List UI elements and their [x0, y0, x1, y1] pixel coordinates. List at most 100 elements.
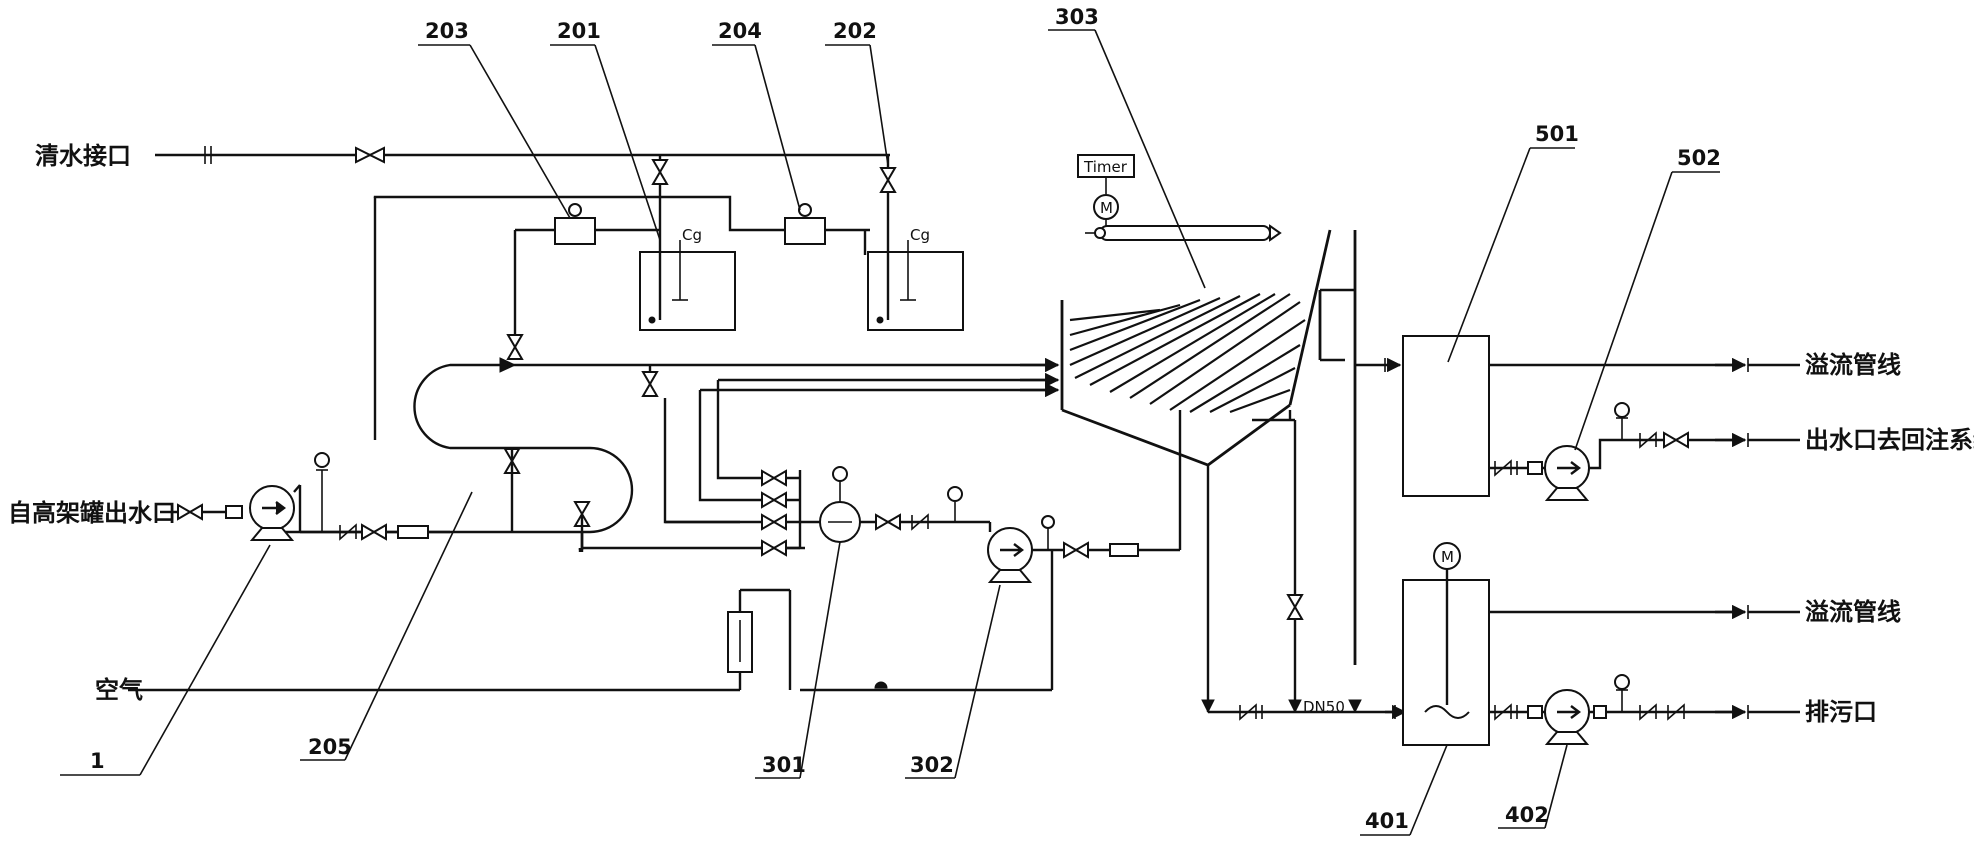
- valve-icon[interactable]: [1663, 431, 1689, 449]
- outlet-reinjection-label: 出水口去回注系统: [1805, 426, 1974, 454]
- callout-301: 301: [755, 541, 841, 779]
- valve-icon[interactable]: [355, 146, 385, 164]
- callout-202: 202: [825, 19, 889, 166]
- bottom-collector-line: [1208, 703, 1410, 721]
- valve-icon[interactable]: [651, 159, 669, 185]
- dosing-lines: [373, 195, 870, 440]
- valve-icon[interactable]: [1063, 541, 1089, 559]
- air-label: 空气: [95, 676, 143, 704]
- svg-text:401: 401: [1365, 809, 1409, 833]
- valve-icon[interactable]: [879, 167, 897, 193]
- pipe-301-to-302: [860, 486, 990, 531]
- pump-502[interactable]: [1544, 445, 1590, 501]
- valve-icon[interactable]: [761, 491, 787, 509]
- check-valve-icon[interactable]: [499, 357, 517, 373]
- check-valve-icon[interactable]: [1494, 459, 1512, 477]
- pipe-size-label: DN50: [1303, 698, 1345, 716]
- check-valve-icon[interactable]: [1494, 703, 1512, 721]
- chemical-tank-201: Cg: [639, 200, 736, 331]
- check-valve-icon[interactable]: [339, 523, 357, 541]
- callout-201: 201: [550, 19, 661, 241]
- overflow-bottom-label: 溢流管线: [1805, 598, 1901, 626]
- dosing-downline: [506, 305, 524, 360]
- svg-text:205: 205: [308, 735, 352, 759]
- reducer-icon[interactable]: [225, 505, 243, 519]
- pump-402[interactable]: [1544, 689, 1590, 745]
- svg-text:M: M: [1100, 199, 1113, 217]
- pump-402-line: [1489, 674, 1800, 745]
- flowmeter-icon: [727, 611, 753, 673]
- callout-204: 204: [712, 19, 801, 211]
- pipe-302-to-tank: [800, 425, 1182, 692]
- callout-501: 501: [1447, 122, 1579, 363]
- callout-203: 203: [418, 19, 571, 219]
- pump-502-line: [1489, 402, 1800, 501]
- svg-text:M: M: [1441, 548, 1454, 566]
- svg-text:301: 301: [762, 753, 806, 777]
- scraper-drive: Timer M: [1077, 154, 1282, 242]
- svg-text:402: 402: [1505, 803, 1549, 827]
- svg-text:203: 203: [425, 19, 469, 43]
- pressure-gauge-icon: [314, 452, 330, 532]
- svg-text:201: 201: [557, 19, 601, 43]
- svg-text:303: 303: [1055, 5, 1099, 29]
- motor-icon: M: [1433, 542, 1461, 570]
- valve-icon[interactable]: [761, 539, 787, 557]
- callout-302: 302: [905, 584, 1001, 779]
- chemical-tank-202: Cg: [867, 200, 964, 331]
- valve-icon[interactable]: [761, 469, 787, 487]
- callout-502: 502: [1574, 146, 1721, 451]
- feed-line: [160, 452, 450, 541]
- valve-icon[interactable]: [761, 513, 787, 531]
- svg-text:Cg: Cg: [910, 226, 930, 244]
- inclined-plate-settler-303: DN50: [1020, 229, 1362, 716]
- dosing-pump-203[interactable]: [554, 203, 596, 245]
- pump-302[interactable]: [987, 522, 1033, 583]
- check-valve-icon[interactable]: [911, 513, 929, 531]
- tank-501: [1355, 335, 1800, 497]
- mixer-301[interactable]: [819, 466, 861, 543]
- return-lines: [573, 365, 1050, 557]
- svg-text:202: 202: [833, 19, 877, 43]
- overflow-top-label: 溢流管线: [1805, 351, 1901, 379]
- dosing-pump-204[interactable]: [784, 203, 826, 245]
- air-line: [128, 588, 888, 692]
- pressure-gauge-icon: [1614, 674, 1630, 712]
- reducer-icon[interactable]: [397, 525, 429, 539]
- svg-text:204: 204: [718, 19, 762, 43]
- mixing-loop-205: [260, 357, 1050, 534]
- svg-text:502: 502: [1677, 146, 1721, 170]
- svg-text:1: 1: [90, 749, 105, 773]
- pressure-gauge-icon: [1614, 402, 1630, 440]
- valve-icon[interactable]: [641, 371, 659, 397]
- check-valve-icon[interactable]: [1639, 703, 1657, 721]
- tank-outlet-label: 自高架罐出水口: [8, 499, 176, 527]
- callout-1: 1: [60, 544, 271, 776]
- clean-water-line: [155, 146, 897, 200]
- svg-text:501: 501: [1535, 122, 1579, 146]
- sewage-outlet-label: 排污口: [1805, 698, 1877, 726]
- clean-water-inlet-label: 清水接口: [35, 142, 131, 170]
- callout-401: 401: [1360, 744, 1448, 836]
- valve-icon[interactable]: [1286, 594, 1304, 620]
- timer-label: Timer: [1083, 158, 1128, 176]
- svg-text:302: 302: [910, 753, 954, 777]
- callout-303: 303: [1048, 5, 1206, 289]
- reducer-icon[interactable]: [1109, 543, 1139, 557]
- flow-arrow-icon: [1020, 357, 1060, 398]
- valve-icon[interactable]: [177, 503, 203, 521]
- pump-1[interactable]: [249, 484, 301, 541]
- check-valve-icon[interactable]: [1239, 703, 1257, 721]
- valve-icon[interactable]: [573, 501, 591, 527]
- valve-icon[interactable]: [361, 523, 387, 541]
- check-valve-icon[interactable]: [1667, 703, 1685, 721]
- check-valve-icon[interactable]: [1639, 431, 1657, 449]
- motor-icon: M: [1093, 194, 1119, 220]
- inclined-plates: [1069, 293, 1306, 414]
- valve-icon[interactable]: [875, 513, 901, 531]
- svg-text:Cg: Cg: [682, 226, 702, 244]
- valve-icon[interactable]: [506, 334, 524, 360]
- callout-402: 402: [1498, 744, 1568, 829]
- callout-205: 205: [300, 491, 473, 761]
